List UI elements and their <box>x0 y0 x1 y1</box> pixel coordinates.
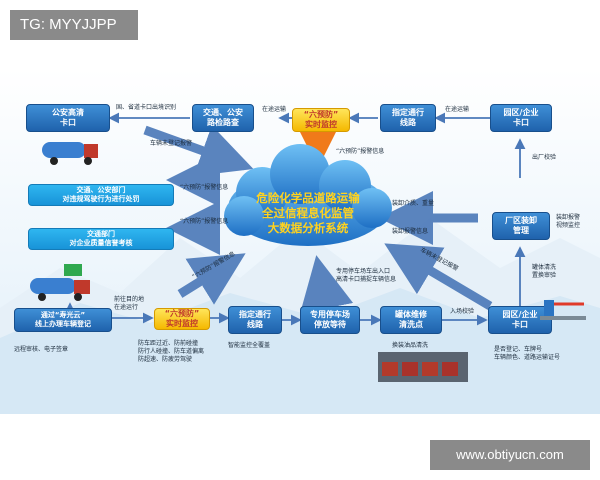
tank-cleaning-box: 罐体维修 清洗点 <box>380 306 442 334</box>
fat-arrow-checkpoint-to-cloud <box>143 125 254 177</box>
watermark-top: TG: MYYJJPP <box>10 10 138 40</box>
six-prevent-top-box: “六预防” 实时监控 <box>292 108 350 132</box>
cloud-title: 危险化学品道路运输 全过信程息化监管 大数据分析系统 <box>246 191 370 236</box>
checkpoint-info-label: 国、省道卡口出境识别 <box>116 104 177 111</box>
unregistered-alarm-left-label: 车辆未登记报警 <box>150 140 193 147</box>
fleet-photo-icon <box>378 352 468 382</box>
six-prevent-alarm-top-label: “六预防”报警信息 <box>180 184 229 191</box>
fat-arrow-parking-to-cloud <box>300 255 354 314</box>
tanker-truck-icon-top <box>42 142 98 165</box>
exit-check-label: 出厂校验 <box>532 154 557 161</box>
destination-in-transit-label: 前往目的地 在途运行 <box>114 296 145 311</box>
cloud-title-line2: 全过信程息化监管 <box>262 206 354 220</box>
cloud-title-line3: 大数据分析系统 <box>267 221 349 235</box>
watermark-bottom: www.obtiyucn.com <box>430 440 590 470</box>
entry-check-label: 入场校验 <box>450 308 475 315</box>
traffic-police-inspection-box: 交通、公安 路检路查 <box>192 104 254 132</box>
liquid-clean-label: 换装油品清洗 <box>392 342 429 349</box>
designated-route-top-box: 指定通行 线路 <box>380 104 436 132</box>
fat-arrow-gate-to-cloud <box>384 243 493 310</box>
park-gate-bottom-box: 园区/企业 卡口 <box>488 306 552 334</box>
cloud-title-line1: 危险化学品道路运输 <box>256 191 360 205</box>
smart-monitor-label: 智能监控全覆盖 <box>228 342 271 349</box>
cloud-icon <box>224 144 392 246</box>
fat-arrow-sixprevent-to-cloud <box>177 253 246 305</box>
tanker-truck-icon-bottom <box>30 264 90 301</box>
six-prevent-alarm-info-label: “六预防”报警信息 <box>336 148 385 155</box>
gate-barrier-icon <box>540 300 586 320</box>
loading-media-label: 装卸介质、重量 <box>392 200 435 207</box>
tank-clean-replace-label: 罐体清洗 置换审验 <box>532 264 557 279</box>
parking-gate-info-label: 专用停车场车出入口 高清卡口捕捉车辆信息 <box>336 268 397 283</box>
driving-behaviors-label: 防车距过近、防前碰撞 防行人碰撞、防车道偏离 防超速、防疲劳驾驶 <box>138 340 205 363</box>
in-transit-top-right-label: 在途运输 <box>445 106 470 113</box>
in-transit-top-left-label: 在途运输 <box>262 106 287 113</box>
parking-lot-box: 专用停车场 停放等待 <box>300 306 360 334</box>
traffic-dept-box: 交通部门 对企业质量信誉考核 <box>28 228 174 250</box>
loading-alarm-label: 装卸报警 视频监控 <box>556 214 581 229</box>
traffic-police-dept-box: 交通、公安部门 对违规驾驶行为进行处罚 <box>28 184 174 206</box>
factory-loading-box: 厂区装卸 管理 <box>492 212 550 240</box>
six-prevent-alarm-mid-label: “六预防”报警信息 <box>180 218 229 225</box>
flow-diagram: 危险化学品道路运输 全过信程息化监管 大数据分析系统 公安高清 卡口 交通、公安… <box>0 68 600 414</box>
park-gate-top-box: 园区/企业 卡口 <box>490 104 552 132</box>
registration-check-label: 是否登记、车牌号 车辆颜色、道路运输证号 <box>494 346 561 361</box>
registration-info-label: 远程审核、电子签章 <box>14 346 69 353</box>
online-registration-box: 通过“寿光云” 线上办理车辆登记 <box>14 308 112 332</box>
designated-route-bottom-box: 指定通行 线路 <box>228 306 282 334</box>
six-prevent-bottom-box: “六预防” 实时监控 <box>154 308 210 330</box>
loading-alarm-info-label: 装卸报警信息 <box>392 228 429 235</box>
police-checkpoint-box: 公安高清 卡口 <box>26 104 110 132</box>
